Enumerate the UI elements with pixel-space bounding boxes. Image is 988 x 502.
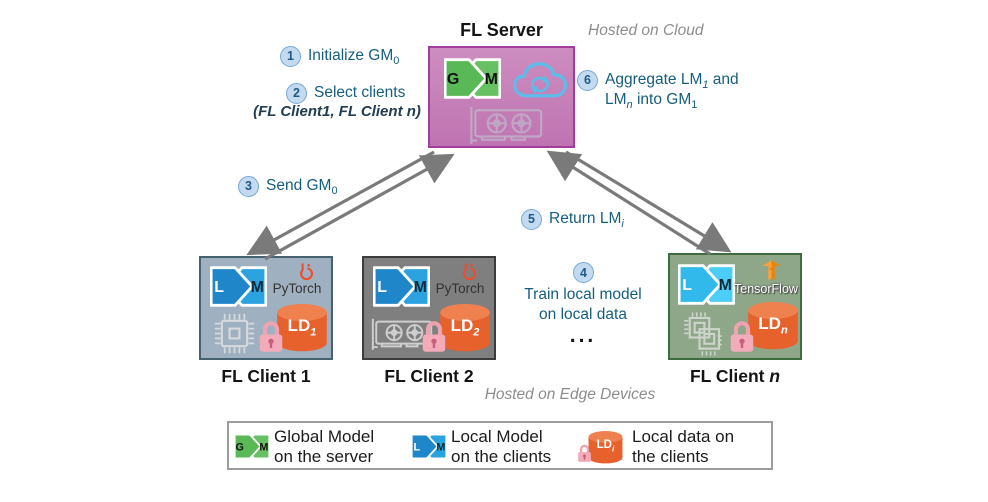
lock-icon <box>422 321 446 352</box>
local-data-cylinder: LD2 <box>434 302 496 354</box>
step-3-text: Send GM0 <box>266 177 338 198</box>
local-data-label: LDn <box>758 314 788 337</box>
fl-client-1-box: L M PyTorch LD1 <box>199 256 333 360</box>
svg-text:M: M <box>259 441 268 453</box>
step-6: 6 Aggregate LM1 and LMn into GM1 <box>577 70 739 112</box>
local-data-cylinder: LD1 <box>271 302 333 354</box>
step-1-text: Initialize GM0 <box>308 47 400 68</box>
step-2-badge: 2 <box>286 83 307 104</box>
local-model-icon: L M <box>373 266 430 307</box>
framework-label: PyTorch <box>272 281 322 296</box>
fl-server-title: FL Server <box>460 20 543 40</box>
svg-text:L: L <box>377 279 387 296</box>
step-1-badge: 1 <box>280 46 301 67</box>
cpu-icon <box>214 313 255 354</box>
step-5-text: Return LMi <box>549 210 624 231</box>
pytorch-flame-icon <box>300 263 313 281</box>
local-model-icon: L M <box>678 264 735 305</box>
fl-server-box: G M <box>428 46 575 148</box>
step-6-badge: 6 <box>577 70 598 91</box>
pytorch-flame-icon <box>463 263 476 281</box>
local-model-icon: L M <box>210 266 267 307</box>
legend-lock-icon <box>578 444 591 462</box>
fl-client-n-label: FL Client n <box>689 366 781 386</box>
arrow-send-to-clientn <box>565 150 732 253</box>
arrow-send-to-client1 <box>246 150 435 256</box>
cloud-sync-icon <box>512 62 568 98</box>
step-2: 2 Select clients <box>286 83 405 104</box>
hosted-on-edge-label: Hosted on Edge Devices <box>484 386 656 403</box>
arrow-return-from-client1 <box>264 153 455 261</box>
fl-client-2-label: FL Client 2 <box>384 366 474 386</box>
fl-client-n-box: L M TensorFlow LDn <box>668 253 802 360</box>
svg-text:L: L <box>413 441 420 453</box>
svg-text:G: G <box>236 441 244 453</box>
fl-client-2-box: L M PyTorch LD2 <box>362 256 496 360</box>
fl-client-1-label: FL Client 1 <box>221 366 311 386</box>
legend-local-model-icon: L M <box>411 433 447 460</box>
local-data-cylinder: LDn <box>742 300 804 352</box>
step-2-note: (FL Client1, FL Client n) <box>253 103 421 120</box>
more-clients-ellipsis: ... <box>569 324 597 347</box>
framework-label: PyTorch <box>435 281 485 296</box>
svg-text:M: M <box>414 279 427 296</box>
svg-text:L: L <box>682 277 692 294</box>
hosted-on-cloud-label: Hosted on Cloud <box>588 22 704 39</box>
arrow-return-from-clientn <box>546 150 711 256</box>
svg-text:M: M <box>719 277 732 294</box>
gpu-icon <box>470 106 543 144</box>
gpu-icon <box>371 318 433 350</box>
lock-icon <box>259 321 283 352</box>
step-5: 5 Return LMi <box>521 209 624 230</box>
step-5-badge: 5 <box>521 209 542 230</box>
step-6-text: Aggregate LM1 and LMn into GM1 <box>605 71 739 112</box>
step-3: 3 Send GM0 <box>238 176 338 197</box>
global-model-icon: G M <box>444 58 501 99</box>
step-4-text: Train local model on local data <box>524 286 642 323</box>
legend-local-data-icon: LDi <box>584 430 627 465</box>
tensorflow-icon <box>762 260 781 281</box>
local-data-label: LD2 <box>450 316 480 339</box>
lock-icon <box>730 321 754 352</box>
local-data-label: LD1 <box>287 316 317 339</box>
framework-label: TensorFlow <box>734 282 798 296</box>
npu-icon <box>684 312 722 356</box>
legend-global-model-icon: G M <box>234 433 270 460</box>
svg-text:M: M <box>436 441 445 453</box>
step-2-text: Select clients <box>314 84 406 101</box>
svg-text:L: L <box>214 279 224 296</box>
step-4-badge: 4 <box>573 262 594 283</box>
gm-letter-m: M <box>485 71 498 88</box>
step-1: 1 Initialize GM0 <box>280 46 399 67</box>
gm-letter-g: G <box>447 71 459 88</box>
step-3-badge: 3 <box>238 176 259 197</box>
svg-text:M: M <box>251 279 264 296</box>
